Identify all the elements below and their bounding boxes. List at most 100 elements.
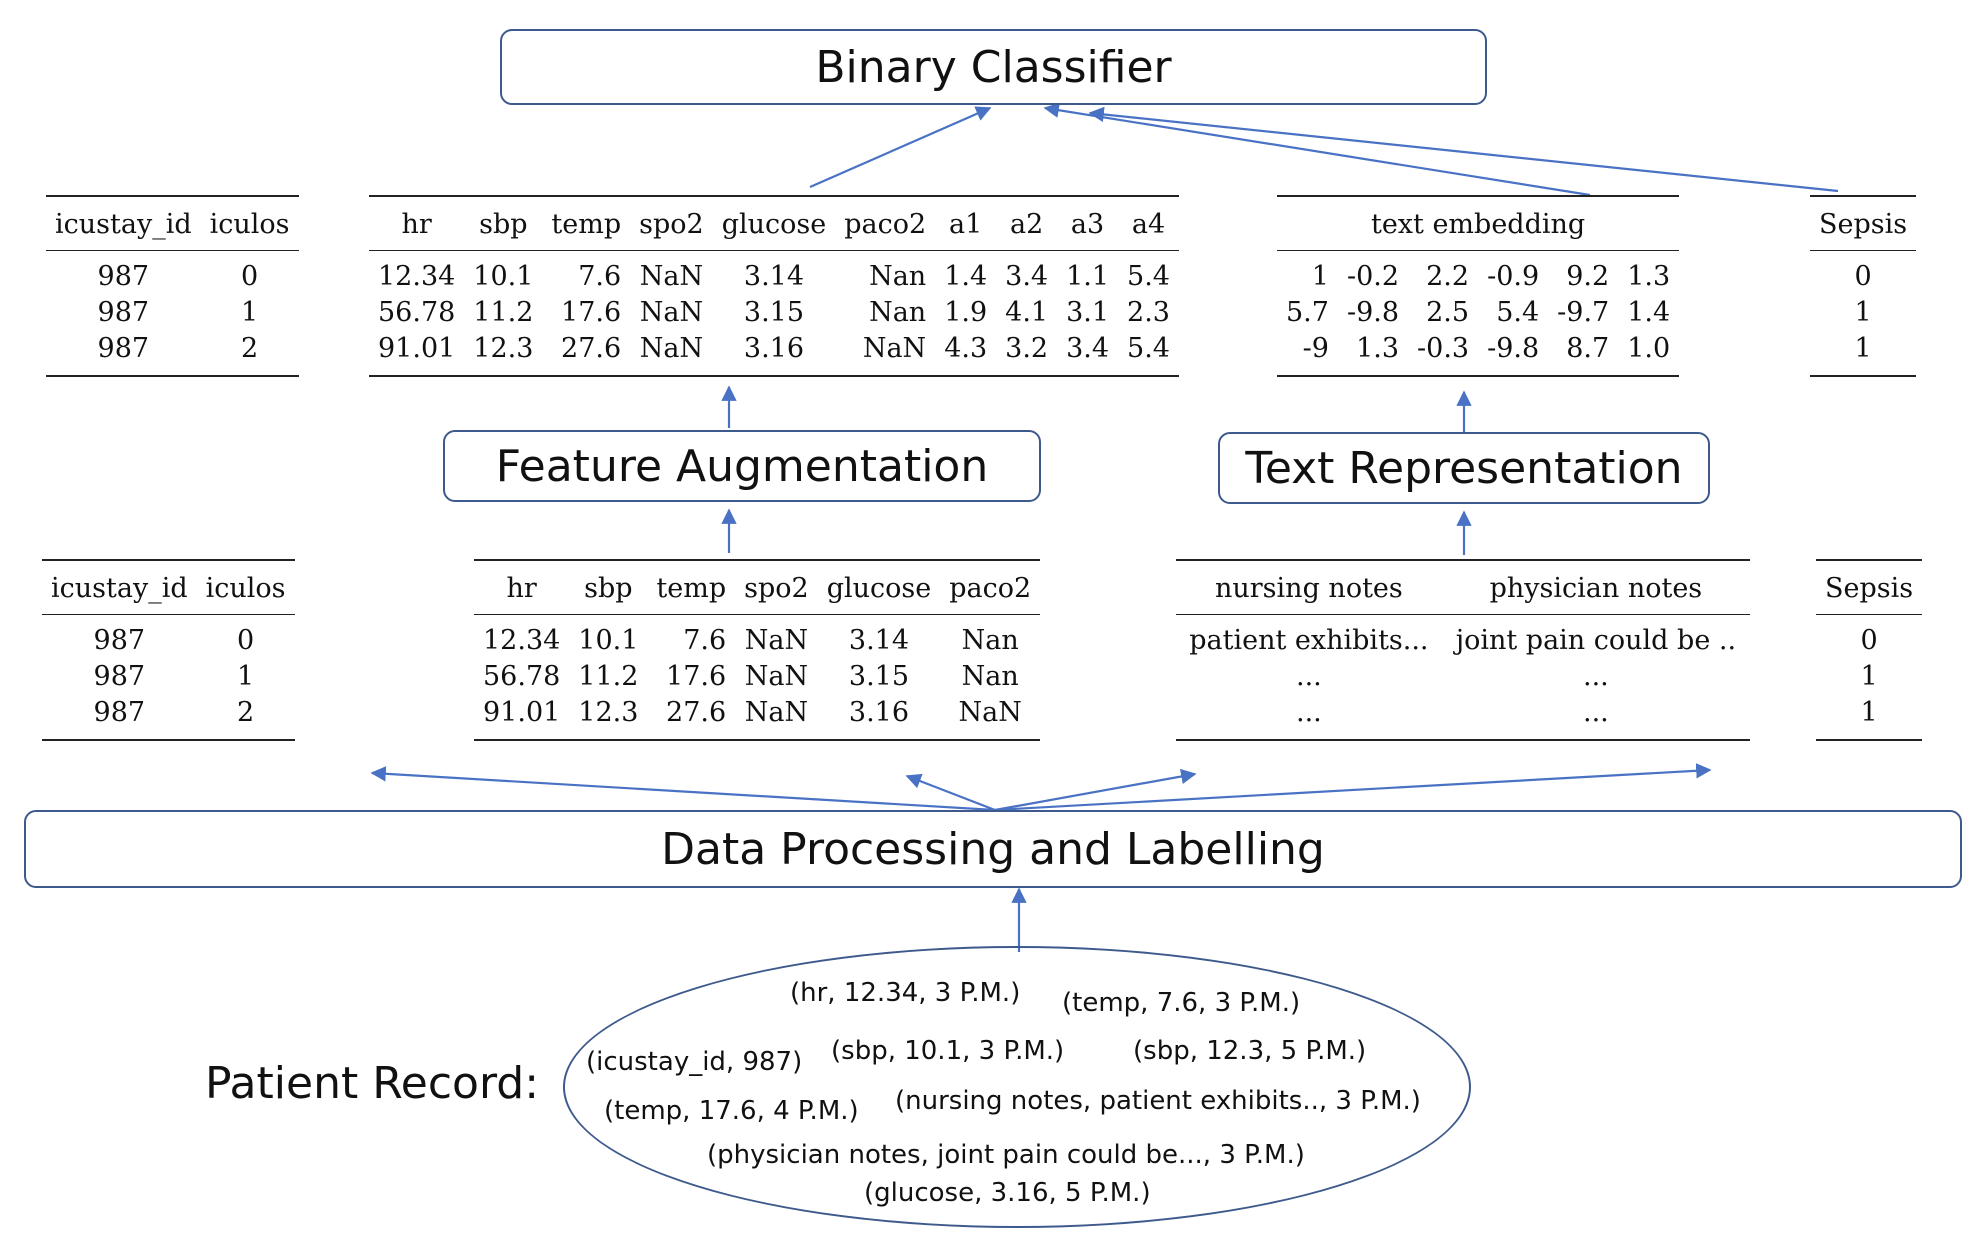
record-entry: (temp, 17.6, 4 P.M.): [604, 1096, 859, 1126]
table-cell: 12.3: [464, 331, 543, 377]
table-cell: NaN: [744, 661, 809, 692]
column-header: Sepsis: [1816, 559, 1923, 615]
table-cell: 0: [236, 625, 255, 656]
table-cell: -0.2: [1346, 261, 1400, 292]
table-cell: 8.7: [1548, 331, 1619, 377]
column-header: a3: [1057, 195, 1119, 251]
column-header: Sepsis: [1810, 195, 1917, 251]
table-cell: -9: [1277, 331, 1338, 377]
table-cell: 987: [97, 261, 150, 292]
table-row: 12.34 10.1 7.6 NaN 3.14 Nan 1.4 3.4 1.1 …: [369, 251, 1179, 296]
table-cell: 1: [1816, 695, 1923, 741]
bottom-notes-table: nursing notes physician notes patient ex…: [1176, 559, 1750, 741]
table-cell: Nan: [869, 261, 927, 292]
table-cell: 9.2: [1566, 261, 1610, 292]
table-row: ......: [1176, 695, 1750, 741]
table-cell: 2: [200, 331, 299, 377]
table-cell: 0: [1860, 625, 1878, 656]
table-cell: 1: [1860, 661, 1878, 692]
column-header: hr: [369, 195, 465, 251]
record-entry: (glucose, 3.16, 5 P.M.): [864, 1178, 1151, 1208]
column-header: sbp: [464, 195, 543, 251]
table-cell: -0.3: [1408, 331, 1479, 377]
table-cell: 3.2: [996, 331, 1058, 377]
table-cell: 3.4: [1005, 261, 1049, 292]
table-cell: 11.2: [578, 661, 639, 692]
table-cell: 1.4: [944, 261, 988, 292]
table-cell: 987: [97, 297, 150, 328]
table-cell: Nan: [869, 297, 927, 328]
table-cell: -0.9: [1487, 261, 1540, 292]
table-cell: 3.1: [1066, 297, 1110, 328]
table-row: 0: [1816, 615, 1922, 660]
table-cell: 91.01: [369, 331, 465, 377]
column-header: sbp: [569, 559, 648, 615]
table-cell: 4.1: [1005, 297, 1049, 328]
table-row: 56.78 11.2 17.6 NaN 3.15 Nan 1.9 4.1 3.1…: [369, 295, 1179, 331]
table-cell: 0: [1854, 261, 1872, 292]
binary-classifier-label: Binary Classifier: [815, 41, 1172, 93]
patient-record-ellipse: [563, 946, 1471, 1228]
table-cell: 17.6: [561, 297, 622, 328]
table-cell: patient exhibits...: [1189, 625, 1429, 656]
table-cell: Nan: [961, 625, 1019, 656]
column-header: temp: [647, 559, 736, 615]
table-cell: NaN: [835, 331, 936, 377]
binary-classifier-box: Binary Classifier: [500, 29, 1487, 105]
table-cell: 2.5: [1426, 297, 1470, 328]
table-cell: 987: [46, 331, 201, 377]
table-cell: 56.78: [483, 661, 561, 692]
arrow-processing-to-id-table: [370, 766, 996, 812]
arrow-embedding-to-classifier: [1043, 102, 1591, 197]
table-cell: -9.8: [1478, 331, 1549, 377]
table-cell: 987: [42, 695, 197, 741]
table-cell: 1.0: [1618, 331, 1680, 377]
table-cell: NaN: [735, 695, 818, 741]
text-representation-label: Text Representation: [1245, 442, 1683, 494]
record-entry: (physician notes, joint pain could be...…: [707, 1140, 1305, 1170]
table-cell: 3.14: [848, 625, 910, 656]
table-row: 1: [1816, 659, 1922, 695]
table-cell: 11.2: [473, 297, 534, 328]
table-cell: -9.7: [1557, 297, 1610, 328]
table-row: 91.01 12.3 27.6 NaN 3.16 NaN: [474, 695, 1041, 741]
table-cell: 5.4: [1496, 297, 1540, 328]
data-processing-label: Data Processing and Labelling: [661, 823, 1325, 875]
text-representation-box: Text Representation: [1218, 432, 1710, 504]
bottom-feature-table: hr sbp temp spo2 glucose paco2 12.34 10.…: [474, 559, 1041, 741]
column-header: paco2: [940, 559, 1041, 615]
table-cell: 1.3: [1627, 261, 1671, 292]
table-cell: 987: [93, 625, 146, 656]
table-cell: 7.6: [578, 261, 622, 292]
table-cell: -9.8: [1346, 297, 1400, 328]
table-cell: 5.4: [1127, 261, 1170, 292]
table-cell: 1: [236, 661, 255, 692]
table-cell: 3.15: [743, 297, 805, 328]
record-entry: (hr, 12.34, 3 P.M.): [790, 978, 1021, 1008]
table-cell: 1: [1810, 331, 1917, 377]
table-row: ......: [1176, 659, 1750, 695]
table-row: -9 1.3 -0.3 -9.8 8.7 1.0: [1277, 331, 1680, 377]
record-entry: (temp, 7.6, 3 P.M.): [1062, 988, 1301, 1018]
table-cell: NaN: [639, 297, 704, 328]
table-cell: 2.2: [1426, 261, 1470, 292]
data-processing-box: Data Processing and Labelling: [24, 810, 1962, 888]
top-embedding-table: text embedding 1 -0.2 2.2 -0.9 9.2 1.3 5…: [1277, 195, 1680, 377]
table-cell: 4.3: [935, 331, 997, 377]
table-cell: 7.6: [683, 625, 727, 656]
feature-augmentation-label: Feature Augmentation: [495, 440, 989, 492]
feature-augmentation-box: Feature Augmentation: [443, 430, 1041, 502]
table-row: 1 -0.2 2.2 -0.9 9.2 1.3: [1277, 251, 1679, 296]
table-cell: 1: [1854, 297, 1872, 328]
record-entry: (nursing notes, patient exhibits.., 3 P.…: [895, 1086, 1421, 1116]
table-row: 1: [1810, 295, 1916, 331]
table-cell: ...: [1441, 695, 1750, 741]
